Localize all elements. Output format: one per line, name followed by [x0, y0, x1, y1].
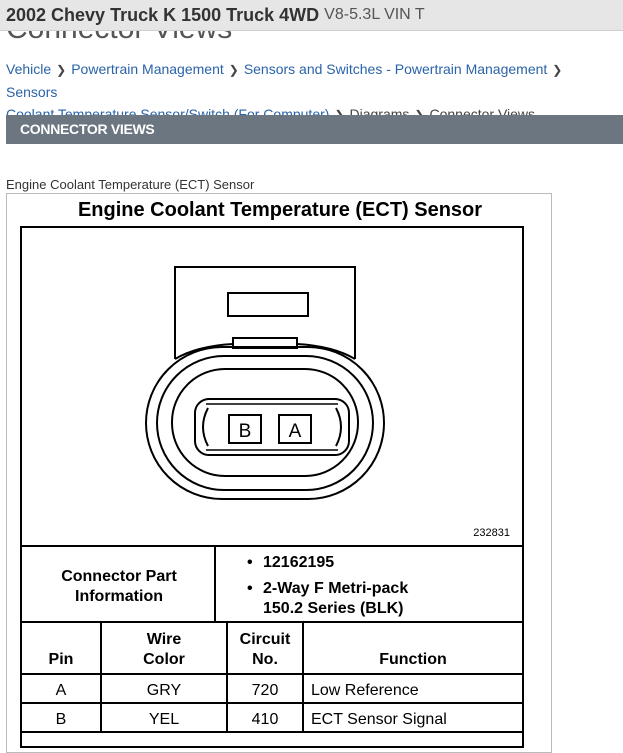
part-info-label-2: Information	[75, 588, 163, 605]
connector-type: 2-Way F Metri-pack	[263, 580, 408, 597]
connector-drawing	[145, 266, 385, 500]
vehicle-title: 2002 Chevy Truck K 1500 Truck 4WD	[6, 4, 320, 25]
chevron-right-icon: ❯	[228, 63, 239, 77]
row-b-color: YEL	[149, 711, 179, 728]
part-number: 12162195	[263, 554, 334, 571]
row-b-function: ECT Sensor Signal	[311, 711, 447, 728]
engine-subtitle: V8-5.3L VIN T	[324, 6, 425, 23]
connector-series: 150.2 Series (BLK)	[263, 600, 404, 617]
breadcrumb-link-powertrain[interactable]: Powertrain Management	[71, 61, 224, 77]
vehicle-header: 2002 Chevy Truck K 1500 Truck 4WD V8-5.3…	[0, 0, 623, 31]
row-b-pin: B	[56, 711, 67, 728]
section-header: CONNECTOR VIEWS	[6, 115, 623, 144]
row-a-color: GRY	[147, 682, 182, 699]
chevron-right-icon: ❯	[552, 63, 563, 77]
header-wire-color-2: Color	[143, 651, 185, 668]
breadcrumb-link-sensors-switches[interactable]: Sensors and Switches - Powertrain Manage…	[243, 61, 548, 77]
breadcrumb-link-vehicle[interactable]: Vehicle	[6, 61, 52, 77]
connector-diagram-svg: Engine Coolant Temperature (ECT) Sensor …	[20, 199, 524, 748]
row-a-pin: A	[56, 682, 67, 699]
header-circuit: Circuit	[240, 631, 291, 648]
image-caption: Engine Coolant Temperature (ECT) Sensor	[6, 177, 255, 192]
row-a-function: Low Reference	[311, 682, 419, 699]
header-function: Function	[379, 651, 447, 668]
bullet-icon: •	[247, 554, 253, 571]
connector-diagram: Engine Coolant Temperature (ECT) Sensor …	[6, 193, 552, 753]
pin-label-a: A	[289, 421, 302, 442]
figure-number: 232831	[473, 527, 510, 539]
header-wire-color: Wire	[147, 631, 182, 648]
pin-label-b: B	[239, 421, 252, 442]
header-circuit-2: No.	[252, 651, 278, 668]
bullet-icon: •	[247, 580, 253, 597]
chevron-right-icon: ❯	[56, 63, 67, 77]
part-info-label: Connector Part	[61, 568, 177, 585]
row-b-circuit: 410	[252, 711, 279, 728]
header-pin: Pin	[49, 651, 74, 668]
breadcrumb-link-sensors[interactable]: Sensors	[6, 84, 58, 100]
row-a-circuit: 720	[252, 682, 279, 699]
diagram-border	[20, 226, 524, 748]
diagram-title: Engine Coolant Temperature (ECT) Sensor	[78, 199, 482, 221]
pinout-table	[21, 545, 523, 733]
